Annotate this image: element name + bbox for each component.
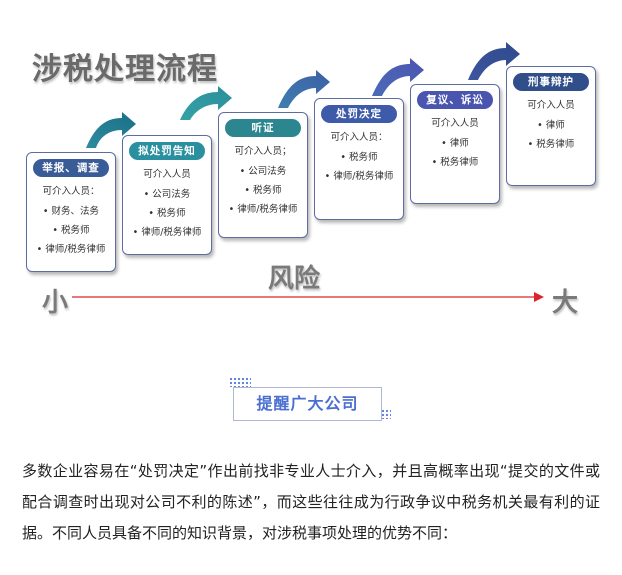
page-title: 涉税处理流程 — [32, 52, 218, 87]
stage-criminal-defense: 刑事辩护 可介入人员 律师 税务律师 — [506, 66, 596, 186]
stage-lead: 可介入人员 — [431, 118, 479, 129]
stage-lead: 可介入人员 — [143, 169, 191, 180]
stage-label: 处罚决定 — [321, 105, 397, 123]
stage-item: 律师 — [415, 137, 495, 150]
risk-label: 风险 — [268, 264, 321, 294]
risk-low-label: 小 — [42, 288, 69, 318]
arrow-4 — [372, 58, 424, 96]
stage-item: 税务师 — [319, 151, 399, 164]
stage-label: 刑事辩护 — [513, 73, 589, 91]
stage-item: 律师 — [511, 119, 591, 132]
stage-body: 可介入人员； 公司法务 税务师 律师/税务律师 — [223, 143, 303, 222]
stage-item: 律师/税务律师 — [223, 203, 303, 216]
dot-pattern-decoration — [229, 377, 251, 387]
stage-lead: 可介入人员： — [42, 186, 100, 197]
stage-body: 可介入人员： 财务、法务 税务师 律师/税务律师 — [31, 183, 111, 262]
arrow-1 — [86, 112, 136, 148]
stage-item: 律师/税务律师 — [31, 243, 111, 256]
risk-arrow — [72, 292, 544, 302]
arrow-2 — [180, 86, 232, 120]
stage-lead: 可介入人员： — [330, 132, 388, 143]
stage-body: 可介入人员 律师 税务律师 — [415, 115, 495, 175]
risk-high-label: 大 — [552, 288, 579, 318]
stage-label: 举报、调查 — [33, 159, 109, 177]
stage-review-litigation: 复议、诉讼 可介入人员 律师 税务律师 — [410, 84, 500, 204]
stage-body: 可介入人员 公司法务 税务师 律师/税务律师 — [127, 166, 207, 245]
arrow-5 — [468, 42, 520, 80]
stage-label: 复议、诉讼 — [417, 91, 493, 109]
stage-item: 税务师 — [31, 224, 111, 237]
stage-report-investigation: 举报、调查 可介入人员： 财务、法务 税务师 律师/税务律师 — [26, 152, 116, 272]
stage-item: 公司法务 — [127, 188, 207, 201]
stage-item: 税务律师 — [511, 138, 591, 151]
flow-arrows — [86, 42, 520, 148]
arrow-3 — [278, 70, 330, 108]
stage-penalty-notice: 拟处罚告知 可介入人员 公司法务 税务师 律师/税务律师 — [122, 135, 212, 255]
stage-body: 可介入人员： 税务师 律师/税务律师 — [319, 129, 399, 189]
stage-hearing: 听证 可介入人员； 公司法务 税务师 律师/税务律师 — [218, 112, 308, 238]
stage-item: 公司法务 — [223, 165, 303, 178]
stage-item: 税务师 — [223, 184, 303, 197]
stage-body: 可介入人员 律师 税务律师 — [511, 97, 591, 157]
stage-item: 财务、法务 — [31, 205, 111, 218]
stage-item: 律师/税务律师 — [127, 226, 207, 239]
stage-item: 税务师 — [127, 207, 207, 220]
stage-item: 律师/税务律师 — [319, 170, 399, 183]
stage-lead: 可介入人员； — [234, 146, 292, 157]
stage-label: 拟处罚告知 — [129, 142, 205, 160]
stage-item: 税务律师 — [415, 156, 495, 169]
body-paragraph: 多数企业容易在“处罚决定”作出前找非专业人士介入，并且高概率出现“提交的文件或配… — [22, 462, 600, 542]
stage-penalty-decision: 处罚决定 可介入人员： 税务师 律师/税务律师 — [314, 98, 404, 220]
stage-label: 听证 — [225, 119, 301, 137]
reminder-badge: 提醒广大公司 — [233, 387, 382, 421]
stage-lead: 可介入人员 — [527, 100, 575, 111]
